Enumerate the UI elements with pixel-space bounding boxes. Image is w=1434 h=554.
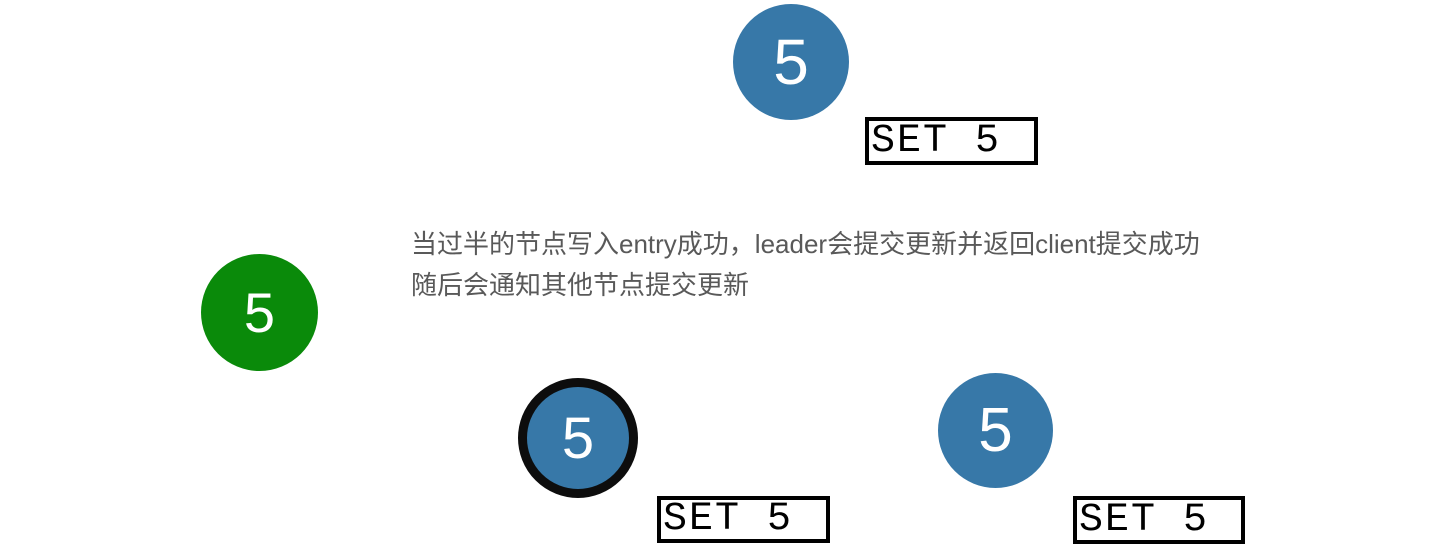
follower-node-right: 5	[938, 373, 1053, 488]
log-entry-label: SET 5	[663, 497, 794, 542]
leader-node-ringed: 5	[518, 378, 638, 498]
node-value: 5	[978, 396, 1013, 465]
log-entry-box-bottom-left: SET 5	[657, 496, 830, 543]
caption-line-2: 随后会通知其他节点提交更新	[411, 270, 750, 300]
node-value: 5	[773, 26, 809, 98]
node-value: 5	[243, 281, 276, 344]
node-value: 5	[561, 405, 595, 471]
log-entry-box-bottom-right: SET 5	[1073, 496, 1245, 544]
client-node-green: 5	[201, 254, 318, 371]
log-entry-label: SET 5	[871, 118, 1002, 164]
log-entry-box-top: SET 5	[865, 117, 1038, 165]
caption-line-1: 当过半的节点写入entry成功，leader会提交更新并返回client提交成功	[411, 229, 1200, 259]
log-entry-label: SET 5	[1079, 497, 1210, 543]
caption: 当过半的节点写入entry成功，leader会提交更新并返回client提交成功…	[411, 224, 1331, 306]
follower-node-top: 5	[733, 4, 849, 120]
